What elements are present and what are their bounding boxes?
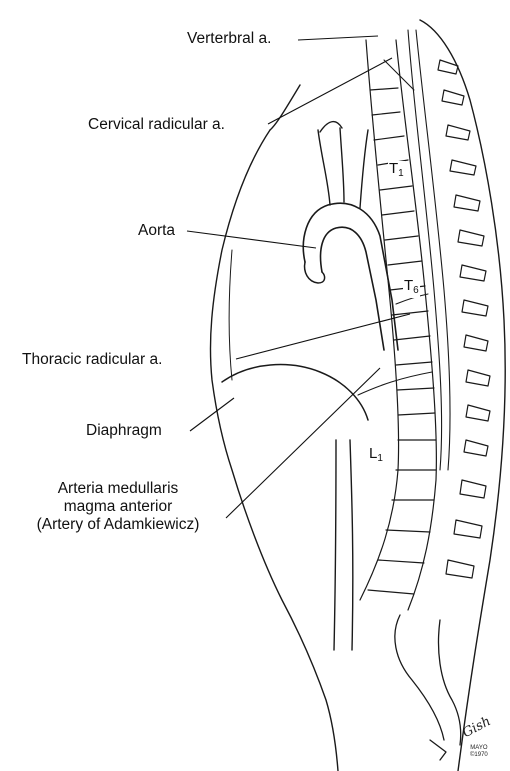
leader-cervical — [268, 58, 392, 124]
level-l1-number: 1 — [377, 453, 383, 464]
level-t1-number: 1 — [398, 168, 404, 179]
label-aorta: Aorta — [138, 222, 175, 240]
leader-adamkiewicz — [226, 368, 380, 518]
mayo-credit-line1: MAYO — [470, 745, 488, 752]
vertebral-bodies — [360, 40, 436, 610]
leader-aorta — [187, 231, 316, 248]
level-t1-letter: T — [389, 160, 398, 177]
abdominal-aorta — [334, 440, 353, 650]
leader-diaphragm — [190, 398, 234, 431]
level-marker-t6: T6 — [403, 278, 420, 298]
mayo-credit: MAYO ©1970 — [470, 745, 488, 759]
level-t6-letter: T — [404, 277, 413, 294]
label-thoracic-radicular-artery: Thoracic radicular a. — [22, 351, 162, 369]
spinal-cord — [408, 30, 450, 470]
adamkiewicz-artery — [358, 372, 432, 395]
diaphragm-curve — [222, 365, 368, 420]
label-diaphragm: Diaphragm — [86, 422, 162, 440]
mayo-credit-line2: ©1970 — [470, 752, 488, 759]
label-artery-of-adamkiewicz: Arteria medullaris magma anterior (Arter… — [8, 480, 228, 534]
label-adamkiewicz-line1: Arteria medullaris — [8, 480, 228, 498]
level-marker-l1: L1 — [368, 446, 384, 466]
sacrum-coccyx — [395, 615, 461, 760]
leader-vertebral — [298, 36, 378, 40]
leader-thoracic — [236, 314, 410, 359]
label-adamkiewicz-line2: magma anterior — [8, 498, 228, 516]
label-cervical-radicular-artery: Cervical radicular a. — [88, 116, 225, 134]
level-t6-number: 6 — [413, 285, 419, 296]
level-marker-t1: T1 — [388, 161, 405, 181]
label-adamkiewicz-line3: (Artery of Adamkiewicz) — [8, 516, 228, 534]
label-vertebral-artery: Verterbral a. — [187, 30, 271, 48]
